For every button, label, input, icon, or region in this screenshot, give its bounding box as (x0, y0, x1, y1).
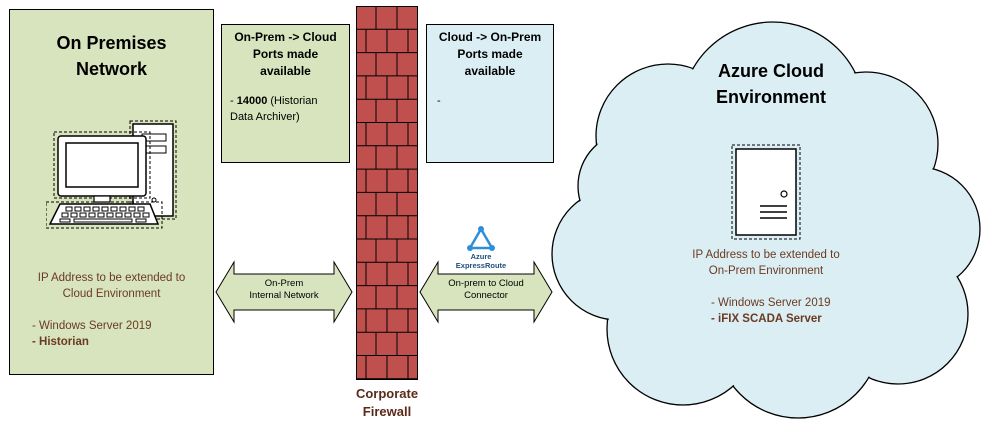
connector-arrow (419, 260, 553, 324)
on-premises-title-line2: Network (75, 59, 147, 79)
expressroute-icon (467, 226, 495, 251)
connector-label-line2: Connector (464, 290, 508, 301)
expressroute-label: Azure ExpressRoute (450, 252, 512, 270)
connector-label-line1: On-prem to Cloud (448, 278, 524, 289)
port-desc-line2: Data Archiver) (230, 111, 300, 123)
onprem-ip-note-line1: IP Address to be extended to (37, 272, 186, 284)
expressroute-label-line1: Azure (470, 252, 492, 261)
cloud-os-item: - Windows Server 2019 (711, 297, 831, 309)
internal-network-arrow (215, 260, 353, 324)
onprem-to-cloud-title-line2: Ports made available (252, 47, 319, 78)
connector-label: On-prem to Cloud Connector (436, 278, 536, 302)
port-dash: - (230, 95, 237, 107)
onprem-role-item: - Historian (32, 336, 89, 348)
cloud-to-onprem-title: Cloud -> On-Prem Ports made available (435, 29, 545, 80)
onprem-to-cloud-title: On-Prem -> Cloud Ports made available (230, 29, 341, 80)
firewall-label: Corporate Firewall (337, 385, 437, 421)
onprem-to-cloud-port-list: - 14000 (Historian Data Archiver) (230, 93, 341, 125)
expressroute-label-line2: ExpressRoute (455, 261, 507, 270)
firewall-label-line1: Corporate (355, 386, 419, 401)
azure-cloud-title: Azure Cloud Environment (676, 58, 866, 110)
cloud-ip-note: IP Address to be extended to On-Prem Env… (661, 247, 871, 279)
internal-network-label: On-Prem Internal Network (234, 278, 334, 302)
cloud-ip-note-line1: IP Address to be extended to (692, 249, 840, 261)
internal-network-label-line1: On-Prem (264, 278, 304, 289)
port-desc-line1: (Historian (267, 95, 318, 107)
onprem-ip-note: IP Address to be extended to Cloud Envir… (9, 270, 214, 302)
azure-cloud-title-line2: Environment (715, 87, 826, 107)
onprem-to-cloud-title-line1: On-Prem -> Cloud (234, 30, 337, 44)
cloud-ip-note-line2: On-Prem Environment (708, 265, 824, 277)
desktop-computer-icon (46, 120, 177, 229)
onprem-ip-note-line2: Cloud Environment (62, 288, 161, 300)
server-tower-icon (731, 144, 801, 240)
onprem-to-cloud-ports-box: On-Prem -> Cloud Ports made available - … (221, 24, 350, 163)
cloud-role-item: - iFIX SCADA Server (711, 313, 822, 325)
firewall-brick-wall (356, 6, 418, 380)
onprem-os-item: - Windows Server 2019 (32, 320, 152, 332)
cloud-to-onprem-title-line1: Cloud -> On-Prem (438, 30, 542, 44)
azure-cloud-shape (551, 21, 981, 419)
cloud-to-onprem-port-list: - (437, 95, 441, 107)
port-entry: - 14000 (Historian (230, 93, 341, 109)
on-premises-title: On Premises Network (9, 30, 214, 82)
cloud-to-onprem-title-line2: Ports made available (457, 47, 523, 78)
internal-network-label-line2: Internal Network (249, 290, 319, 301)
on-premises-title-line1: On Premises (56, 33, 167, 53)
firewall-label-line2: Firewall (362, 404, 412, 419)
cloud-to-onprem-ports-box: Cloud -> On-Prem Ports made available - (426, 24, 554, 163)
azure-cloud-title-line1: Azure Cloud (718, 61, 824, 81)
port-number: 14000 (236, 95, 268, 107)
